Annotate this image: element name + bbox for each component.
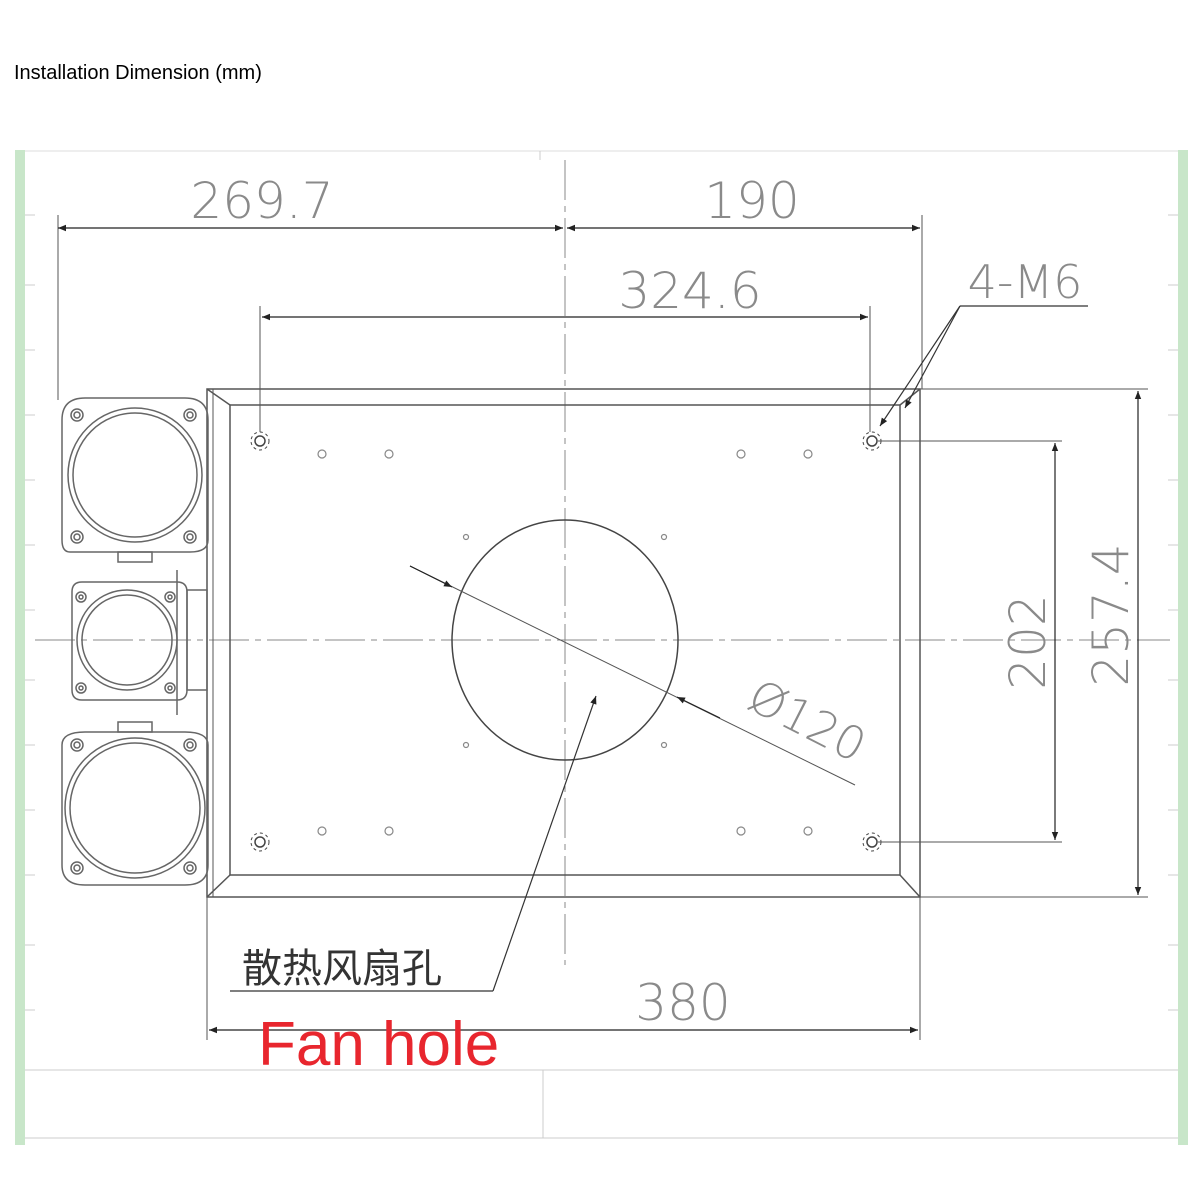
dim-hole-spacing-horizontal: 324.6 (618, 262, 761, 320)
fan-hole-label-english: Fan hole (258, 1010, 499, 1079)
dim-overall-height: 257.4 (1082, 543, 1140, 686)
dim-hole-spacing-vertical: 202 (999, 594, 1057, 689)
connector-bottom (61, 721, 209, 886)
mounting-holes (250, 431, 882, 852)
page-title: Installation Dimension (mm) (14, 62, 262, 84)
base-plate (206, 388, 921, 898)
fan-hole-label-chinese: 散热风扇孔 (242, 946, 442, 992)
dim-top-left: 269.7 (190, 172, 333, 230)
small-holes (317, 449, 813, 836)
dim-top-right: 190 (704, 172, 799, 230)
dim-fan-diameter: Ø120 (740, 669, 875, 773)
dim-overall-width: 380 (635, 974, 730, 1032)
dim-screw-spec: 4-M6 (968, 255, 1083, 309)
connector-middle (71, 570, 208, 715)
extension-lines (57, 215, 1148, 1040)
dimension-lines (58, 224, 1142, 1034)
screw-leader (879, 305, 1088, 427)
centerlines (35, 160, 1170, 965)
fan-label-leader (230, 695, 597, 992)
drawing-frame (15, 150, 1188, 1145)
fan-hole (409, 519, 856, 786)
connector-top (61, 397, 209, 563)
